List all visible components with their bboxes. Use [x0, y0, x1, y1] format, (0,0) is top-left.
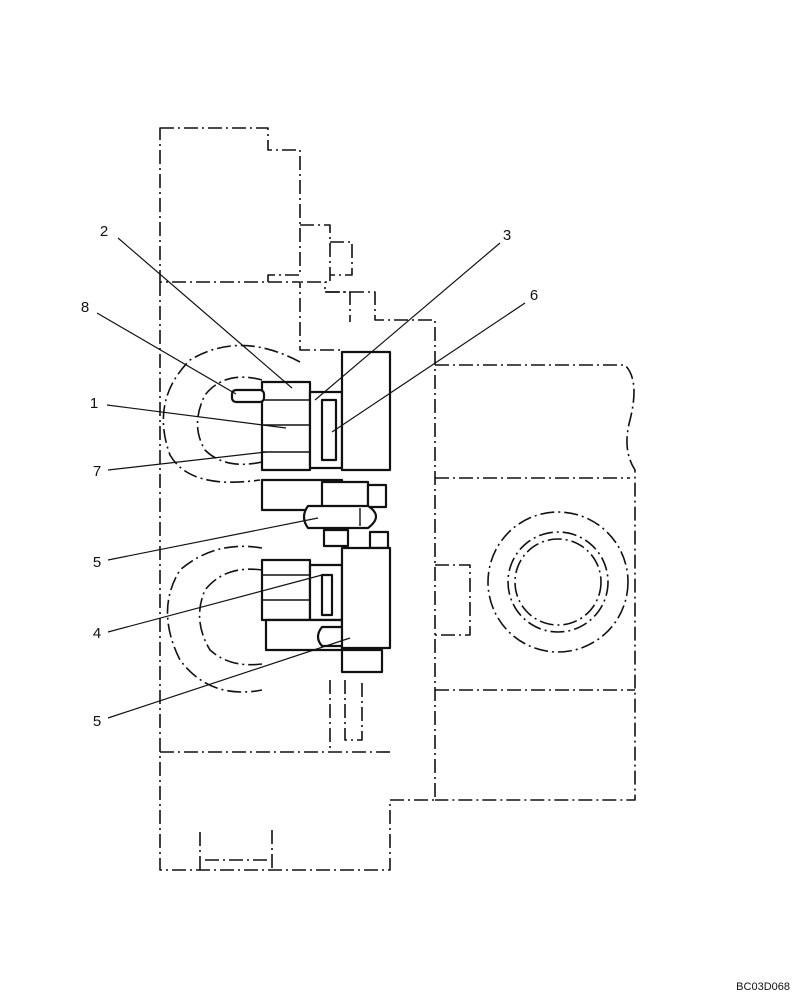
callout-4: 4 [93, 625, 101, 642]
housing-outline [159, 127, 636, 871]
callout-3: 3 [503, 227, 511, 244]
callouts: 2 3 6 8 1 7 5 4 5 [81, 223, 538, 730]
callout-5-lower: 5 [93, 713, 101, 730]
callout-2: 2 [100, 223, 108, 240]
callout-8: 8 [81, 299, 89, 316]
callout-7: 7 [93, 463, 101, 480]
callout-1: 1 [90, 395, 98, 412]
callout-5-upper: 5 [93, 554, 101, 571]
callout-6: 6 [530, 287, 538, 304]
drawing-id: BC03D068 [736, 981, 790, 993]
leader-lines [96, 237, 526, 719]
valve-assembly [230, 350, 392, 674]
